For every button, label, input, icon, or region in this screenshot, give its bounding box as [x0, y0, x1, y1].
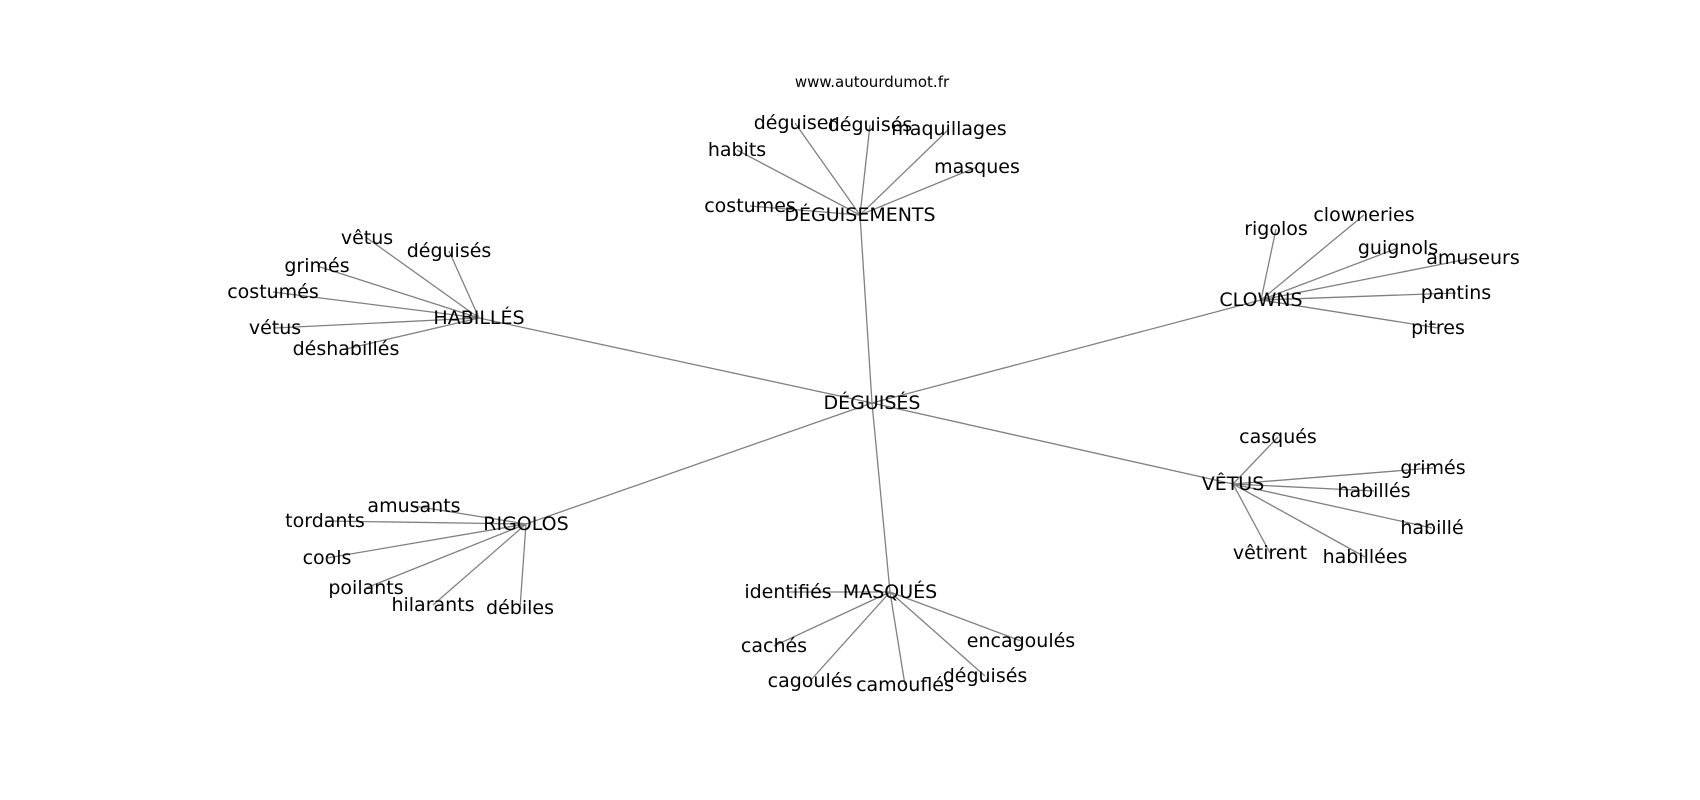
leaf-word-deguisements-habits: habits [708, 139, 766, 161]
edge-center-to-clowns [871, 299, 1262, 404]
edge-masques-to-masques-encagoules [889, 591, 1022, 642]
leaf-word-vetus-habilles: habillés [1337, 480, 1410, 502]
group-word-clowns: CLOWNS [1219, 289, 1302, 311]
edge-habilles-to-habilles-deshabilles [345, 317, 480, 350]
leaf-word-masques-camoufles: camouflés [856, 674, 954, 696]
group-word-masques: MASQUÉS [843, 580, 937, 603]
group-word-deguisements: DÉGUISEMENTS [784, 203, 935, 226]
edge-masques-to-masques-cagoules [809, 591, 891, 682]
edge-center-to-vetus [871, 402, 1234, 485]
edge-center-to-habilles [478, 317, 873, 404]
edge-deguisements-to-deguisements-maquillages [859, 128, 950, 216]
edge-rigolos-to-rigolos-tordants [324, 520, 527, 525]
leaf-word-habilles-grimes: grimés [284, 255, 349, 277]
leaf-word-masques-encagoules: encagoulés [967, 630, 1075, 652]
edge-deguisements-to-deguisements-costumes [749, 205, 861, 216]
edge-deguisements-to-deguisements-habits [736, 149, 861, 216]
leaf-word-masques-cagoules: cagoulés [768, 670, 853, 692]
group-word-habilles: HABILLÉS [433, 306, 524, 329]
edge-masques-to-masques-deguises [889, 591, 986, 677]
leaf-word-vetus-grimes: grimés [1400, 457, 1465, 479]
leaf-word-masques-identifies: identifiés [744, 581, 831, 603]
leaf-word-masques-caches: cachés [741, 635, 807, 657]
edge-rigolos-to-rigolos-hilarants [432, 523, 527, 606]
edge-clowns-to-clowns-guignols [1260, 247, 1399, 301]
edge-vetus-to-vetus-vetirent [1232, 483, 1271, 554]
leaf-word-habilles-vetus-2: vétus [249, 317, 301, 339]
edge-deguisements-to-deguisements-deguises [859, 124, 871, 216]
leaf-word-rigolos-hilarants: hilarants [391, 594, 474, 616]
leaf-word-rigolos-tordants: tordants [285, 510, 365, 532]
edge-habilles-to-habilles-vetus-2 [274, 317, 480, 329]
edge-vetus-to-vetus-habille [1232, 483, 1433, 529]
edge-vetus-to-vetus-grimes [1232, 467, 1434, 485]
leaf-word-clowns-pitres: pitres [1411, 317, 1465, 339]
leaf-word-deguisements-masques: masques [934, 156, 1020, 178]
labels-layer: DÉGUISÉSDÉGUISEMENTSdéguiserdéguisésmaqu… [227, 112, 1520, 696]
edge-clowns-to-clowns-pantins [1260, 292, 1457, 301]
leaf-word-clowns-amuseurs: amuseurs [1426, 247, 1520, 269]
edge-habilles-to-habilles-costumes [272, 291, 480, 319]
edge-deguisements-to-deguisements-masques [859, 166, 978, 216]
edge-rigolos-to-rigolos-debiles [519, 523, 527, 609]
leaf-word-rigolos-poilants: poilants [328, 577, 403, 599]
group-word-rigolos: RIGOLOS [483, 513, 568, 535]
edge-center-to-masques [871, 402, 891, 593]
edge-habilles-to-habilles-grimes [316, 265, 480, 319]
leaf-word-deguisements-deguiser: déguiser [754, 112, 837, 134]
center-word-label: DÉGUISÉS [824, 391, 921, 414]
leaf-word-vetus-habillees: habillées [1323, 546, 1408, 568]
leaf-word-masques-deguises: déguisés [943, 665, 1028, 687]
leaf-word-habilles-deguises: déguisés [407, 240, 492, 262]
edge-center-to-rigolos [525, 402, 873, 525]
edge-clowns-to-clowns-rigolos [1260, 228, 1277, 301]
watermark-url: www.autourdumot.fr [795, 73, 950, 91]
leaf-word-rigolos-cools: cools [303, 547, 352, 569]
edge-clowns-to-clowns-pitres [1260, 299, 1439, 329]
edge-masques-to-masques-camoufles [889, 591, 906, 686]
edge-vetus-to-vetus-casques [1232, 436, 1279, 485]
leaf-word-vetus-casques: casqués [1239, 426, 1317, 448]
edge-deguisements-to-deguisements-deguiser [794, 122, 861, 216]
leaf-word-deguisements-costumes: costumes [704, 195, 796, 217]
edge-clowns-to-clowns-clowneries [1260, 214, 1365, 301]
edge-vetus-to-vetus-habillees [1232, 483, 1366, 558]
edge-clowns-to-clowns-amuseurs [1260, 257, 1474, 301]
edge-rigolos-to-rigolos-cools [326, 523, 527, 559]
leaf-word-rigolos-debiles: débiles [486, 597, 554, 619]
leaf-word-vetus-habille: habillé [1400, 517, 1463, 539]
edge-rigolos-to-rigolos-poilants [365, 523, 527, 589]
leaf-word-clowns-rigolos: rigolos [1244, 218, 1308, 240]
leaf-word-deguisements-deguises: déguisés [828, 114, 913, 136]
leaf-word-habilles-vetus-1: vêtus [341, 227, 393, 249]
leaf-word-habilles-deshabilles: déshabillés [293, 338, 400, 360]
leaf-word-vetus-vetirent: vêtirent [1233, 542, 1307, 564]
edge-habilles-to-habilles-vetus-1 [366, 237, 480, 319]
edge-rigolos-to-rigolos-amusants [413, 505, 527, 525]
leaf-word-clowns-clowneries: clowneries [1313, 204, 1414, 226]
leaf-word-deguisements-maquillages: maquillages [891, 118, 1006, 140]
leaf-word-clowns-pantins: pantins [1421, 282, 1491, 304]
leaf-word-habilles-costumes: costumés [227, 281, 319, 303]
edge-masques-to-masques-caches [773, 591, 891, 647]
edge-habilles-to-habilles-deguises [448, 250, 480, 319]
edge-center-to-deguisements [859, 214, 873, 404]
edge-vetus-to-vetus-habilles [1232, 483, 1375, 492]
group-word-vetus: VÊTUS [1202, 472, 1265, 495]
leaf-word-rigolos-amusants: amusants [367, 495, 460, 517]
edges-layer [272, 122, 1474, 686]
leaf-word-clowns-guignols: guignols [1358, 237, 1438, 259]
